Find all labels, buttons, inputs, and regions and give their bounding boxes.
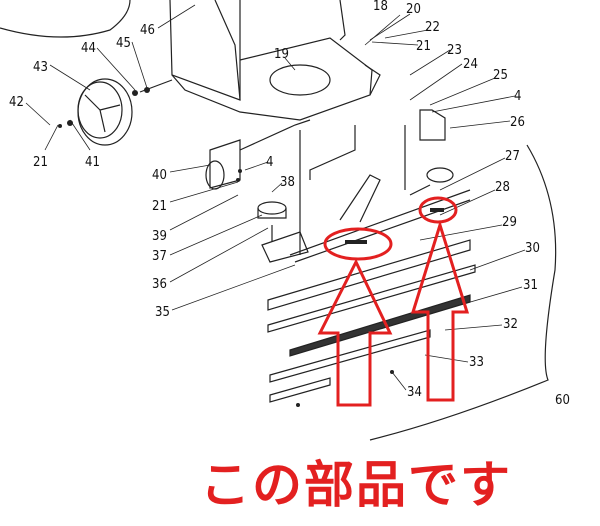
part-label: 60 (555, 393, 570, 408)
caption-this-part: この部品です (200, 456, 512, 514)
part-label: 22 (425, 20, 440, 35)
part-label: 27 (505, 149, 520, 164)
highlight-circle-left (323, 227, 393, 261)
part-label: 29 (502, 215, 517, 230)
arrow-up-right-icon (410, 219, 470, 402)
arrow-up-left-icon (317, 258, 393, 407)
part-label: 4 (266, 155, 273, 170)
part-label: 28 (495, 180, 510, 195)
line-art (0, 0, 557, 441)
part-label: 46 (140, 23, 155, 38)
part-label: 21 (152, 199, 167, 214)
part-label: 30 (525, 241, 540, 256)
part-number-labels: 18 20 22 21 23 24 25 4 26 27 28 29 30 31… (9, 0, 570, 408)
part-label: 33 (469, 355, 484, 370)
part-label: 24 (463, 57, 478, 72)
highlight-annotations (317, 196, 470, 407)
part-label: 43 (33, 60, 48, 75)
part-label: 42 (9, 95, 24, 110)
part-label: 38 (280, 175, 295, 190)
part-label: 25 (493, 68, 508, 83)
hardware-parts (58, 87, 444, 407)
part-label: 45 (116, 36, 131, 51)
part-label: 44 (81, 41, 96, 56)
part-label: 26 (510, 115, 525, 130)
part-label: 18 (373, 0, 388, 14)
part-label: 36 (152, 277, 167, 292)
part-label: 41 (85, 155, 100, 170)
part-label: 35 (155, 305, 170, 320)
part-label: 21 (416, 39, 431, 54)
part-label: 20 (406, 2, 421, 17)
part-label: 4 (514, 89, 521, 104)
part-label: 32 (503, 317, 518, 332)
part-label: 39 (152, 229, 167, 244)
part-label: 37 (152, 249, 167, 264)
part-label: 40 (152, 168, 167, 183)
part-label: 21 (33, 155, 48, 170)
part-label: 23 (447, 43, 462, 58)
part-label: 19 (274, 47, 289, 62)
highlight-circle-right (418, 196, 458, 224)
part-label: 31 (523, 278, 538, 293)
leader-lines (25, 4, 526, 391)
part-label: 34 (407, 385, 422, 400)
